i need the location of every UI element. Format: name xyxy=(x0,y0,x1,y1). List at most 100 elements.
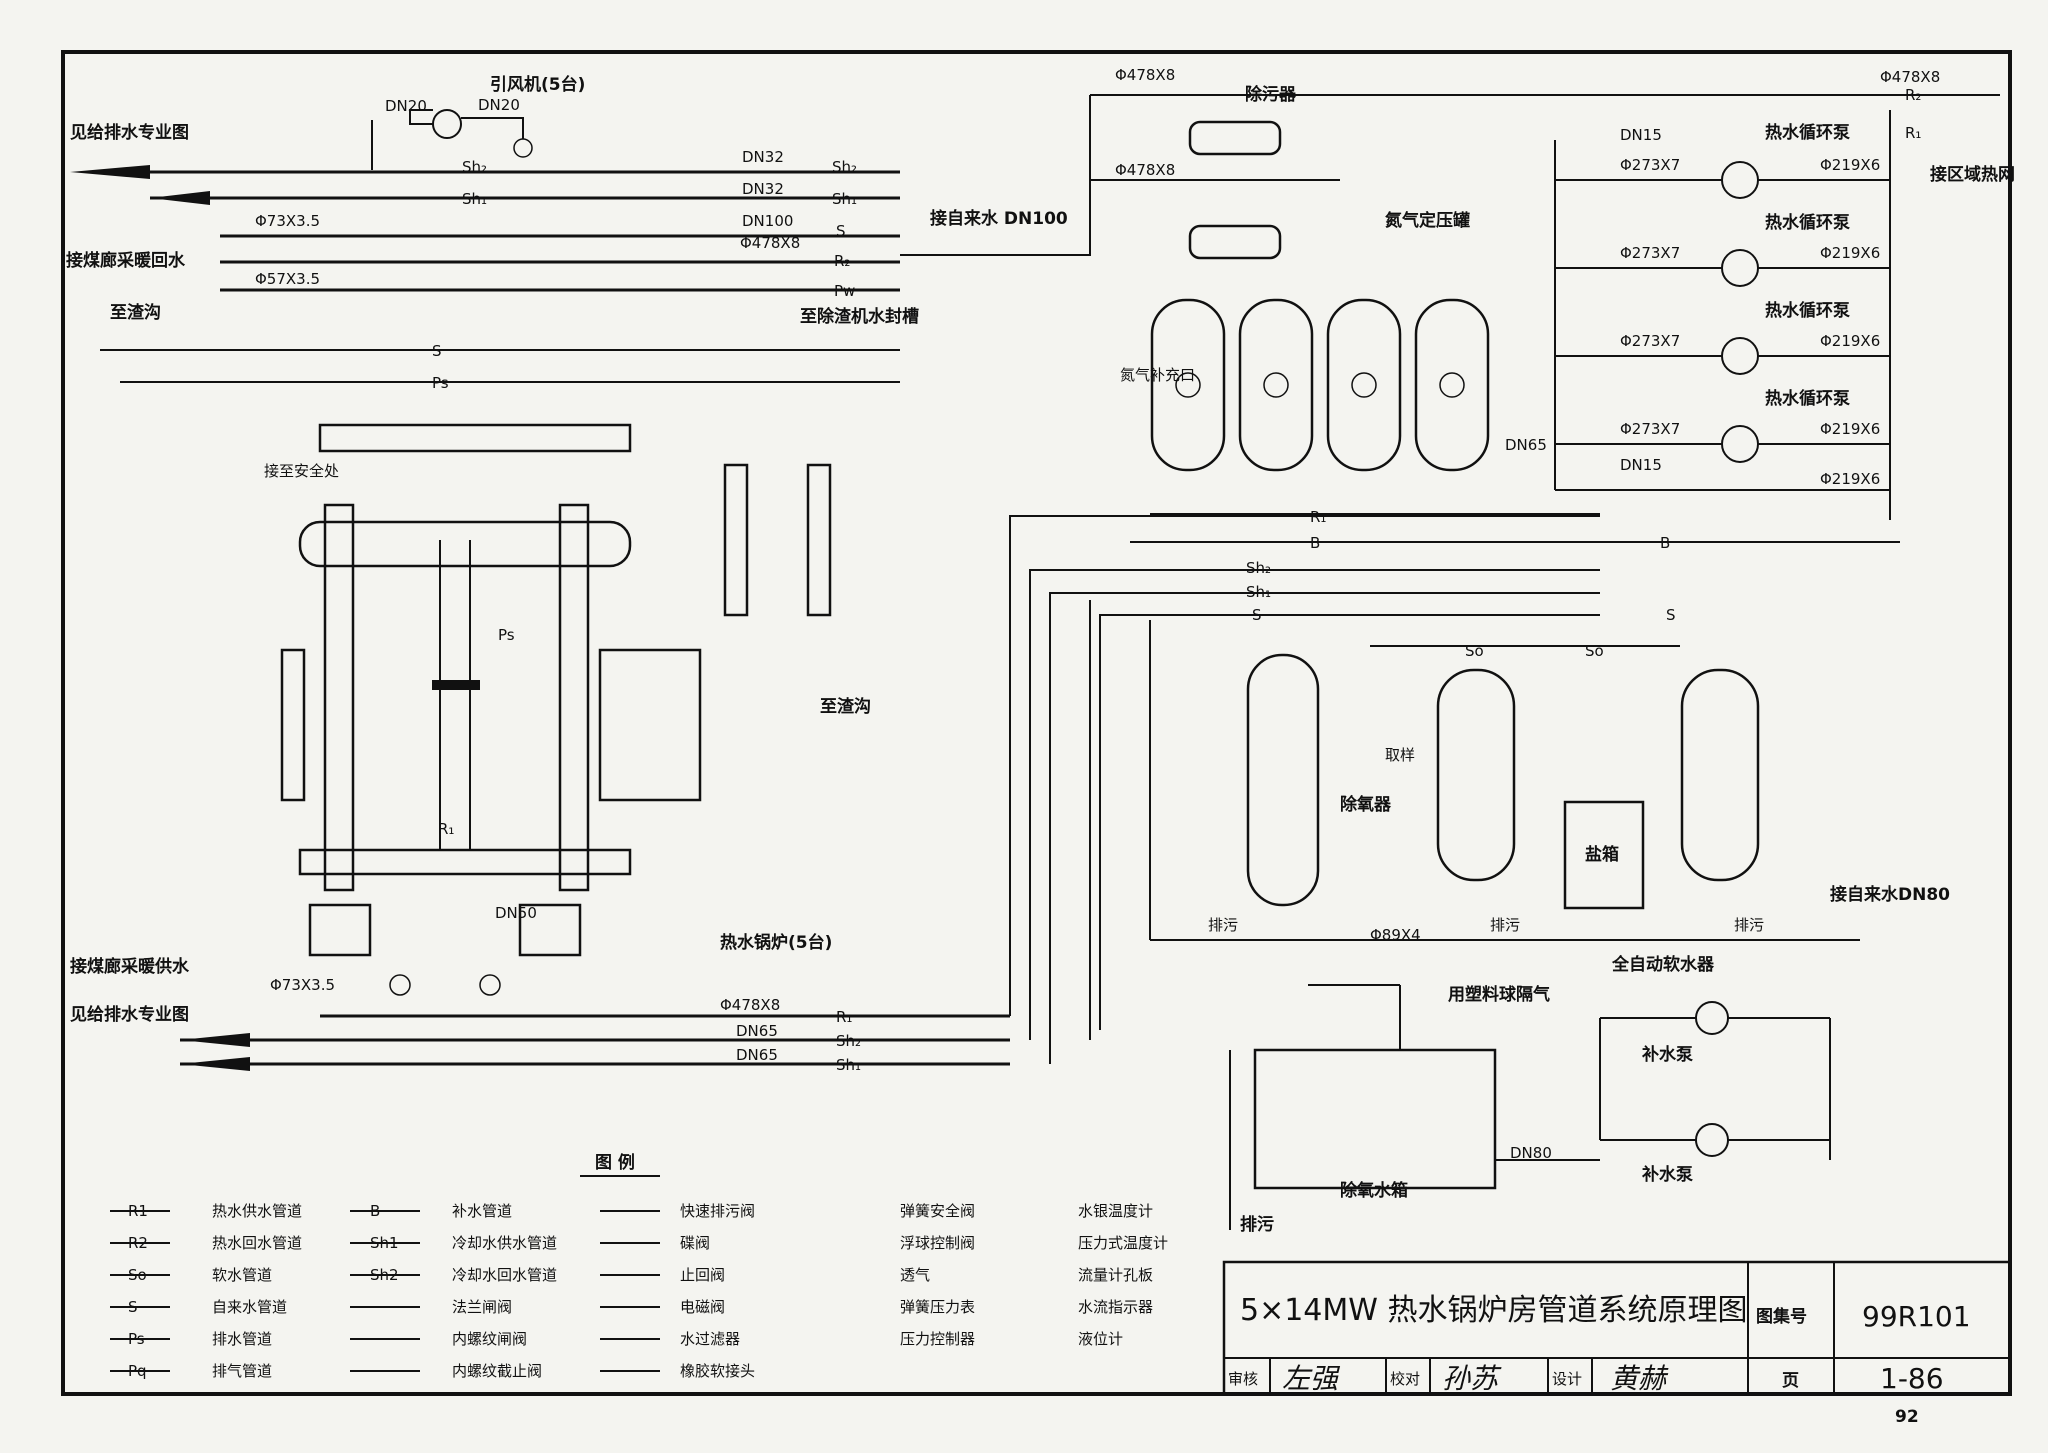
district-heating-note: 接区域热网 xyxy=(1930,164,2015,185)
supply-water-note: 接煤廊采暖供水 xyxy=(70,956,190,977)
check-label: 校对 xyxy=(1390,1370,1420,1388)
pressure-gauge-icon xyxy=(513,138,533,158)
pipe-label-so-b: So xyxy=(1585,642,1604,660)
pipe-end-r1: R₁ xyxy=(836,1008,852,1026)
to-ditch-note-2: 至渣沟 xyxy=(820,696,871,717)
legend-instrument-name: 压力式温度计 xyxy=(1078,1234,1168,1252)
pipe-label-s: S xyxy=(432,342,442,360)
pipe-end-pw: Pw xyxy=(834,282,855,300)
induced-fan xyxy=(432,109,462,139)
hdr-b: B xyxy=(1310,534,1320,552)
pipe-label-p273-d: Φ273X7 xyxy=(1620,420,1680,438)
fan-dn-label-b: DN20 xyxy=(478,96,520,114)
legend-pipe-name: 排水管道 xyxy=(212,1330,272,1348)
hot-water-boiler xyxy=(280,423,832,892)
legend-title: 图 例 xyxy=(595,1152,635,1173)
hdr-r1: R₁ xyxy=(1310,508,1326,526)
pipe-label-sh2: Sh₂ xyxy=(462,158,487,176)
pipe-label-dn15-b: DN15 xyxy=(1620,456,1662,474)
legend-device-name: 透气 xyxy=(900,1266,930,1284)
legend-pipe-code: Sh1 xyxy=(370,1234,399,1252)
legend-device-name: 弹簧压力表 xyxy=(900,1298,975,1316)
pipe-label-p273-a: Φ273X7 xyxy=(1620,156,1680,174)
legend-pipe-code: S xyxy=(128,1298,138,1316)
pipe-label-dn32-b: DN32 xyxy=(742,180,784,198)
city-water-note: 接自来水 DN100 xyxy=(930,208,1068,229)
pipe-label-p219-b: Φ219X6 xyxy=(1820,244,1880,262)
drawing-title: 5×14MW 热水锅炉房管道系统原理图 xyxy=(1240,1293,1747,1328)
circ-pump-label-3: 热水循环泵 xyxy=(1765,300,1850,321)
nitrogen-tank-group xyxy=(1150,298,1490,472)
pipe-end-r2: R₂ xyxy=(834,252,850,270)
desludger-label: 除污器 xyxy=(1245,84,1297,105)
pipe-end-s: S xyxy=(836,222,846,240)
pipe-label-p219-c: Φ219X6 xyxy=(1820,332,1880,350)
deaerator-label: 除氧器 xyxy=(1340,794,1392,815)
legend-pipe-name: 热水回水管道 xyxy=(212,1234,302,1252)
drain-reference-note-2: 见给排水专业图 xyxy=(70,1004,189,1025)
drain-reference-note: 见给排水专业图 xyxy=(70,122,189,143)
legend-pipe-code: B xyxy=(370,1202,380,1220)
circ-pump-label-1: 热水循环泵 xyxy=(1765,122,1850,143)
pipe-label-dn32-a: DN32 xyxy=(742,148,784,166)
pipe-label-so-a: So xyxy=(1465,642,1484,660)
page-label: 页 xyxy=(1782,1371,1799,1391)
pipe-end-sh1: Sh₁ xyxy=(832,190,857,208)
legend-device-name: 弹簧安全阀 xyxy=(900,1202,975,1220)
legend-pipe-name: 补水管道 xyxy=(452,1202,512,1220)
checker-signature: 孙苏 xyxy=(1442,1362,1502,1395)
pipe-label-dn80: DN80 xyxy=(1510,1144,1552,1162)
legend-pipe-code: R1 xyxy=(128,1202,148,1220)
hdr-b-2: B xyxy=(1660,534,1670,552)
nitrogen-tank-label: 氮气定压罐 xyxy=(1385,210,1470,231)
legend-device-name: 压力控制器 xyxy=(900,1330,975,1348)
boiler-count-label: 热水锅炉(5台) xyxy=(720,932,832,953)
pipe-label-dn50: DN50 xyxy=(495,904,537,922)
pipe-label-p57: Φ57X3.5 xyxy=(255,270,320,288)
drain-label-3: 排污 xyxy=(1734,916,1764,934)
circ-pump-label-4: 热水循环泵 xyxy=(1765,388,1850,409)
page-number: 92 xyxy=(1895,1407,1919,1427)
atlas-number: 99R101 xyxy=(1862,1300,1971,1333)
legend-pipe-code: R2 xyxy=(128,1234,148,1252)
legend-instrument-name: 水银温度计 xyxy=(1078,1202,1153,1220)
drain-label-2: 排污 xyxy=(1490,916,1520,934)
hdr-s: S xyxy=(1252,606,1262,624)
induced-fan-label: 引风机(5台) xyxy=(490,74,585,95)
hdr-sh2: Sh₂ xyxy=(1246,559,1271,577)
legend-pipe-name: 排气管道 xyxy=(212,1362,272,1380)
legend-instrument-name: 液位计 xyxy=(1078,1330,1123,1348)
reviewer-signature: 左强 xyxy=(1282,1362,1341,1395)
design-label: 设计 xyxy=(1552,1370,1582,1388)
pipe-label-dn100: DN100 xyxy=(742,212,793,230)
page-code: 1-86 xyxy=(1880,1362,1944,1395)
legend-pipe-code: Sh2 xyxy=(370,1266,399,1284)
pipe-label-p273-b: Φ273X7 xyxy=(1620,244,1680,262)
pipe-label-dn65-c: DN65 xyxy=(1505,436,1547,454)
pipe-label-p219-a: Φ219X6 xyxy=(1820,156,1880,174)
legend-pipe-code: Ps xyxy=(128,1330,145,1348)
return-water-note: 接煤廊采暖回水 xyxy=(66,250,186,271)
left-headers xyxy=(70,165,900,383)
legend-valve-name: 水过滤器 xyxy=(680,1330,740,1348)
legend-pipe-name: 内螺纹闸阀 xyxy=(452,1330,527,1348)
pipe-label-p478: Φ478X8 xyxy=(740,234,800,252)
pipe-label-p219-d: Φ219X6 xyxy=(1820,420,1880,438)
pipe-label-p478-c: Φ478X8 xyxy=(1115,66,1175,84)
pipe-end-sh2-b: Sh₂ xyxy=(836,1032,861,1050)
hdr-s-2: S xyxy=(1666,606,1676,624)
pipe-label-p89: Φ89X4 xyxy=(1370,926,1421,944)
makeup-pump-label-1: 补水泵 xyxy=(1641,1044,1693,1065)
legend-pipe-code: So xyxy=(128,1266,147,1284)
pipe-end-r2-b: R₂ xyxy=(1905,86,1921,104)
pipe-label-p273-c: Φ273X7 xyxy=(1620,332,1680,350)
review-label: 审核 xyxy=(1228,1370,1258,1388)
legend-pipe-name: 内螺纹截止阀 xyxy=(452,1362,542,1380)
legend-valve-name: 止回阀 xyxy=(680,1266,725,1284)
legend-instrument-name: 水流指示器 xyxy=(1078,1298,1153,1316)
pipe-end-sh1-b: Sh₁ xyxy=(836,1056,861,1074)
pipe-label-dn65-b: DN65 xyxy=(736,1046,778,1064)
boiler-r1-label: R₁ xyxy=(438,820,454,838)
